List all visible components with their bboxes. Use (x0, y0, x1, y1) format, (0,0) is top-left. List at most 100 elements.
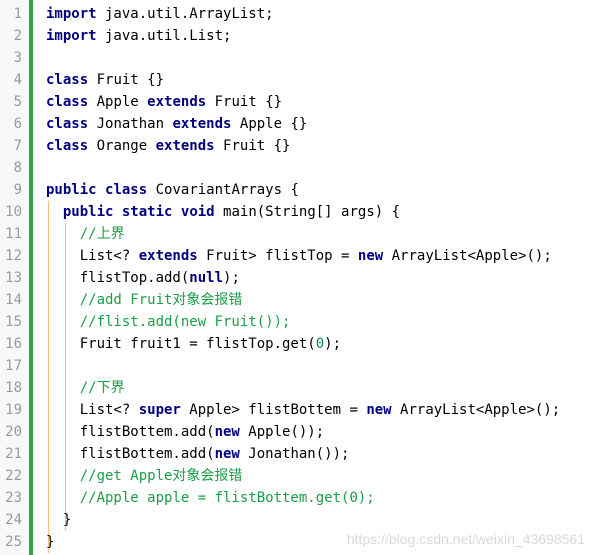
code-line: //下界 (46, 377, 125, 399)
line-number: 12 (5, 248, 22, 264)
number-token: 0 (315, 336, 325, 352)
keyword-token: extends (172, 116, 232, 132)
comment-token: //add Fruit对象会报错 (79, 292, 243, 308)
code-token: ); (324, 336, 342, 352)
code-token: ArrayList<Apple>(); (391, 402, 561, 418)
code-token (97, 182, 105, 198)
line-number: 19 (5, 402, 22, 418)
keyword-token: class (46, 94, 89, 110)
keyword-token: static (121, 204, 173, 220)
line-number: 7 (13, 138, 22, 154)
line-number: 25 (5, 534, 22, 550)
keyword-token: import (46, 6, 97, 22)
code-token: Apple (88, 94, 148, 110)
code-line: List<? extends Fruit> flistTop = new Arr… (46, 245, 552, 267)
keyword-token: class (46, 72, 89, 88)
keyword-token: new (214, 424, 240, 440)
code-line: List<? super Apple> flistBottem = new Ar… (46, 399, 560, 421)
code-token: Orange (88, 138, 156, 154)
keyword-token: new (357, 248, 384, 264)
line-number: 18 (5, 380, 22, 396)
code-token: flistBottem.add( (46, 446, 215, 462)
line-number: 10 (5, 204, 22, 220)
line-number: 5 (13, 94, 22, 110)
code-token: Apple> flistBottem = (180, 402, 367, 418)
code-line: public static void main(String[] args) { (46, 201, 400, 223)
code-line: class Jonathan extends Apple {} (46, 113, 307, 135)
comment-token: //get Apple对象会报错 (79, 468, 243, 484)
line-number: 13 (5, 270, 22, 286)
code-token: Fruit fruit1 = flistTop.get( (46, 336, 316, 352)
code-token: } (46, 534, 55, 550)
code-token (46, 490, 80, 506)
code-token: java.util.List; (96, 28, 232, 44)
code-line: class Apple extends Fruit {} (46, 91, 282, 113)
code-token: Apple()); (239, 424, 325, 440)
code-token: Apple {} (231, 116, 308, 132)
keyword-token: extends (147, 94, 207, 110)
comment-token: //flist.add(new Fruit()); (79, 314, 291, 330)
keyword-token: public (62, 204, 114, 220)
code-line: import java.util.List; (46, 25, 231, 47)
line-number: 1 (13, 6, 22, 22)
keyword-token: extends (138, 248, 198, 264)
keyword-token: import (46, 28, 97, 44)
line-number: 14 (5, 292, 22, 308)
line-number: 21 (5, 446, 22, 462)
code-line: //flist.add(new Fruit()); (46, 311, 291, 333)
code-token (46, 468, 80, 484)
code-token: ArrayList<Apple>(); (383, 248, 552, 264)
code-line: public class CovariantArrays { (46, 179, 299, 201)
code-token (172, 204, 180, 220)
code-token: flistBottem.add( (46, 424, 215, 440)
line-number: 8 (13, 160, 22, 176)
code-token: List<? (46, 402, 139, 418)
code-token: Jonathan()); (239, 446, 350, 462)
code-token (46, 292, 80, 308)
keyword-token: class (105, 182, 148, 198)
code-line: class Fruit {} (46, 69, 164, 91)
code-line: Fruit fruit1 = flistTop.get(0); (46, 333, 341, 355)
line-number: 16 (5, 336, 22, 352)
line-number: 23 (5, 490, 22, 506)
code-token: CovariantArrays { (147, 182, 299, 198)
code-token (46, 226, 80, 242)
keyword-token: null (189, 270, 224, 286)
keyword-token: new (366, 402, 392, 418)
code-token: List<? (46, 248, 139, 264)
keyword-token: class (46, 138, 89, 154)
code-token (46, 314, 80, 330)
line-number: 20 (5, 424, 22, 440)
code-token (113, 204, 121, 220)
line-number: 3 (13, 50, 22, 66)
code-line: flistBottem.add(new Apple()); (46, 421, 324, 443)
code-line: import java.util.ArrayList; (46, 3, 274, 25)
code-token: main(String[] args) { (214, 204, 401, 220)
code-token (46, 204, 63, 220)
code-line: //上界 (46, 223, 125, 245)
comment-token: //下界 (79, 380, 125, 396)
code-line: //add Fruit对象会报错 (46, 289, 243, 311)
keyword-token: extends (155, 138, 215, 154)
code-line: //Apple apple = flistBottem.get(0); (46, 487, 375, 509)
line-number-gutter (0, 0, 34, 555)
keyword-token: void (180, 204, 215, 220)
code-line: flistBottem.add(new Jonathan()); (46, 443, 350, 465)
code-token: Jonathan (88, 116, 173, 132)
code-token: Fruit> flistTop = (197, 248, 358, 264)
indent-guide (65, 223, 66, 531)
code-line: class Orange extends Fruit {} (46, 135, 290, 157)
line-number: 11 (5, 226, 22, 242)
code-line: //get Apple对象会报错 (46, 465, 243, 487)
keyword-token: class (46, 116, 89, 132)
code-token (46, 380, 80, 396)
watermark: https://blog.csdn.net/weixin_43698561 (346, 531, 585, 547)
line-number: 4 (13, 72, 22, 88)
code-token: flistTop.add( (46, 270, 190, 286)
code-token: ); (223, 270, 240, 286)
line-number: 22 (5, 468, 22, 484)
keyword-token: new (214, 446, 240, 462)
keyword-token: super (138, 402, 181, 418)
indent-guide (48, 201, 49, 553)
